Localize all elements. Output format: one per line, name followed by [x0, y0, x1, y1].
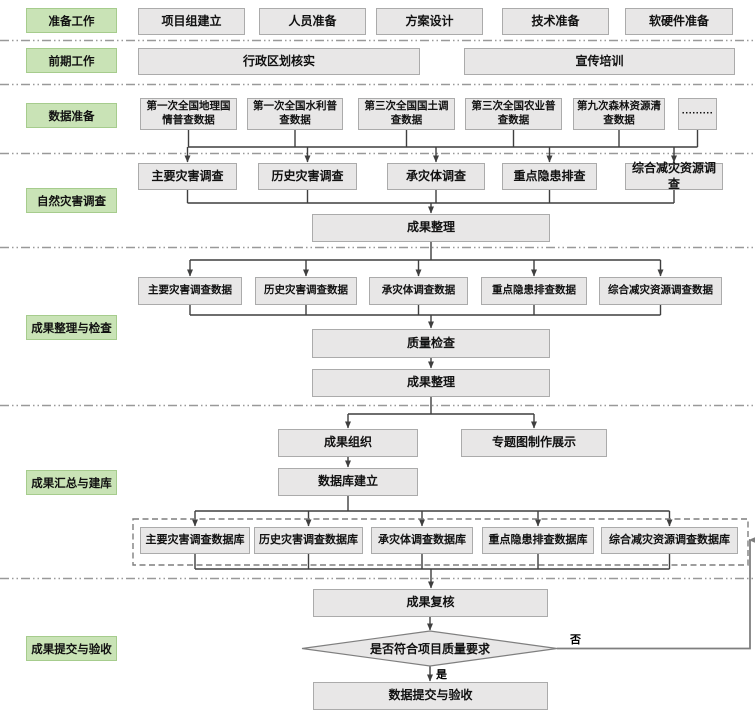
stage-preparation: 准备工作 [26, 8, 117, 33]
decision-label: 是否符合项目质量要求 [369, 642, 490, 656]
node-publicity-training: 宣传培训 [464, 48, 735, 75]
node-hidden-danger-data: 重点隐患排查数据 [481, 277, 587, 305]
node-data-submit-acceptance: 数据提交与验收 [313, 682, 548, 710]
stage-disaster-survey: 自然灾害调查 [26, 188, 117, 213]
branch-label-yes: 是 [435, 668, 448, 681]
stage-result-database: 成果汇总与建库 [26, 470, 117, 495]
node-result-consolidation-2: 成果整理 [312, 369, 550, 397]
node-hazard-bearing-survey: 承灾体调查 [387, 163, 485, 190]
node-hazard-bearing-database: 承灾体调查数据库 [371, 527, 473, 554]
feedback-loop [557, 537, 755, 650]
node-major-disaster-survey: 主要灾害调查 [138, 163, 237, 190]
node-scheme-design: 方案设计 [376, 8, 483, 35]
node-result-recheck: 成果复核 [313, 589, 548, 617]
node-hidden-danger-database: 重点隐患排查数据库 [482, 527, 594, 554]
node-forest-inventory-data: 第九次森林资源清查数据 [573, 98, 665, 130]
stage-data-preparation: 数据准备 [26, 103, 117, 128]
node-geo-census-data: 第一次全国地理国情普查数据 [140, 98, 237, 130]
node-technical-prep: 技术准备 [502, 8, 609, 35]
node-thematic-map-display: 专题图制作展示 [461, 429, 607, 457]
node-reduction-resource-data: 综合减灾资源调查数据 [599, 277, 722, 305]
database-dashed-container [132, 518, 749, 566]
connector-lines [186, 130, 699, 570]
stage-result-check: 成果整理与检查 [26, 315, 117, 340]
node-reduction-resource-database: 综合减灾资源调查数据库 [601, 527, 738, 554]
node-major-disaster-database: 主要灾害调查数据库 [140, 527, 250, 554]
node-historical-disaster-data: 历史灾害调查数据 [255, 277, 357, 305]
node-database-build: 数据库建立 [278, 468, 418, 496]
node-personnel-prep: 人员准备 [259, 8, 366, 35]
node-project-setup: 项目组建立 [138, 8, 245, 35]
decision-diamond [301, 630, 558, 667]
node-hazard-bearing-data: 承灾体调查数据 [369, 277, 468, 305]
stage-result-acceptance: 成果提交与验收 [26, 636, 117, 661]
node-hidden-danger-check: 重点隐患排查 [502, 163, 597, 190]
branch-label-no: 否 [569, 633, 581, 646]
node-admin-division-verify: 行政区划核实 [138, 48, 420, 75]
node-result-consolidation-1: 成果整理 [312, 214, 550, 242]
node-quality-check: 质量检查 [312, 329, 550, 358]
node-water-census-data: 第一次全国水利普查数据 [247, 98, 343, 130]
node-historical-disaster-database: 历史灾害调查数据库 [254, 527, 363, 554]
node-historical-disaster-survey: 历史灾害调查 [258, 163, 357, 190]
stage-early-work: 前期工作 [26, 48, 117, 73]
node-major-disaster-data: 主要灾害调查数据 [138, 277, 242, 305]
node-more-data-ellipsis: ········· [678, 98, 717, 130]
node-hardware-software-prep: 软硬件准备 [625, 8, 733, 35]
node-result-organization: 成果组织 [278, 429, 418, 457]
connector-arrows [184, 147, 677, 682]
node-land-survey-data: 第三次全国国土调查数据 [358, 98, 455, 130]
node-agri-census-data: 第三次全国农业普查数据 [465, 98, 562, 130]
node-reduction-resource-survey: 综合减灾资源调查 [625, 161, 723, 191]
